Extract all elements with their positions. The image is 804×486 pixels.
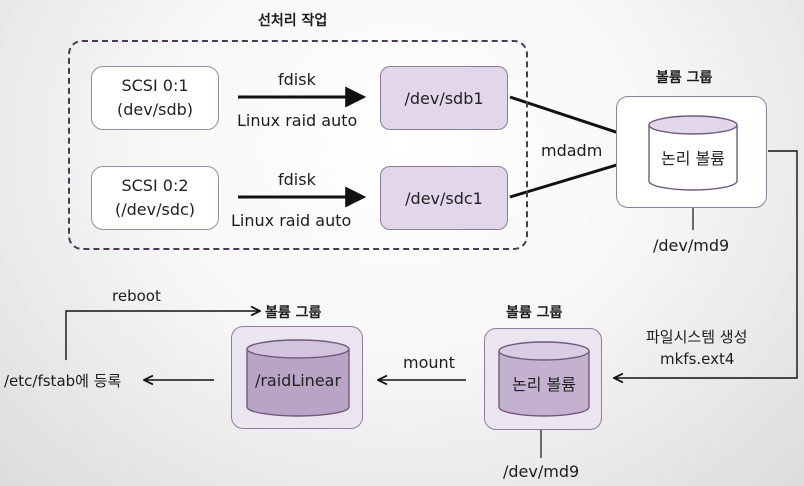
vg1-logical-volume: 논리 볼륨 (648, 115, 738, 191)
vg1-device-label: /dev/md9 (653, 236, 730, 255)
vg3-logical-volume: /raidLinear (246, 339, 350, 417)
vg2-title: 볼륨 그룹 (506, 305, 563, 321)
vg1-cylinder (648, 115, 738, 191)
vg3-cylinder (246, 339, 350, 417)
vg2-device-label: /dev/md9 (503, 462, 580, 481)
vg2-lv-label: 논리 볼륨 (512, 375, 576, 394)
partition-sdc1-box: /dev/sdc1 (380, 166, 508, 230)
reboot-label: reboot (112, 287, 161, 305)
disk-sdb-line2: (dev/sdb) (117, 100, 193, 119)
disk-sdc-line2: (/dev/sdc) (114, 200, 196, 219)
partition-sdb1-box: /dev/sdb1 (380, 66, 508, 130)
vg2-box: 논리 볼륨 (484, 328, 602, 430)
vg3-box: /raidLinear (231, 326, 363, 429)
vg1-lv-label: 논리 볼륨 (661, 149, 725, 168)
reboot-arrow (65, 311, 260, 360)
mount-label: mount (403, 353, 455, 372)
disk-sdc-line1: SCSI 0:2 (121, 176, 189, 195)
preprocessing-group (68, 40, 528, 250)
vg2-logical-volume: 논리 볼륨 (498, 341, 590, 417)
vg3-mountpoint-label: /raidLinear (254, 371, 342, 390)
vg1-title: 볼륨 그룹 (656, 70, 713, 86)
disk-sdb-box: SCSI 0:1 (dev/sdb) (91, 66, 219, 130)
raid-auto-label-2: Linux raid auto (231, 211, 352, 230)
raid-auto-label-1: Linux raid auto (237, 111, 358, 130)
fdisk-label-1: fdisk (278, 70, 316, 89)
format-step-line2: mkfs.ext4 (660, 350, 735, 368)
preprocessing-title: 선처리 작업 (258, 13, 328, 29)
vg3-title: 볼륨 그룹 (265, 305, 322, 321)
mdadm-label: mdadm (541, 141, 603, 160)
vg2-cylinder (498, 341, 590, 417)
disk-sdc-box: SCSI 0:2 (/dev/sdc) (91, 166, 219, 230)
fstab-label: /etc/fstab에 등록 (4, 372, 122, 390)
vg1-box: 논리 볼륨 (616, 96, 767, 208)
fdisk-label-2: fdisk (278, 170, 316, 189)
partition-sdb1-label: /dev/sdb1 (404, 88, 484, 108)
disk-sdb-line1: SCSI 0:1 (121, 76, 189, 95)
format-step-line1: 파일시스템 생성 (646, 328, 748, 346)
partition-sdc1-label: /dev/sdc1 (405, 188, 483, 208)
format-arrow (614, 150, 798, 378)
